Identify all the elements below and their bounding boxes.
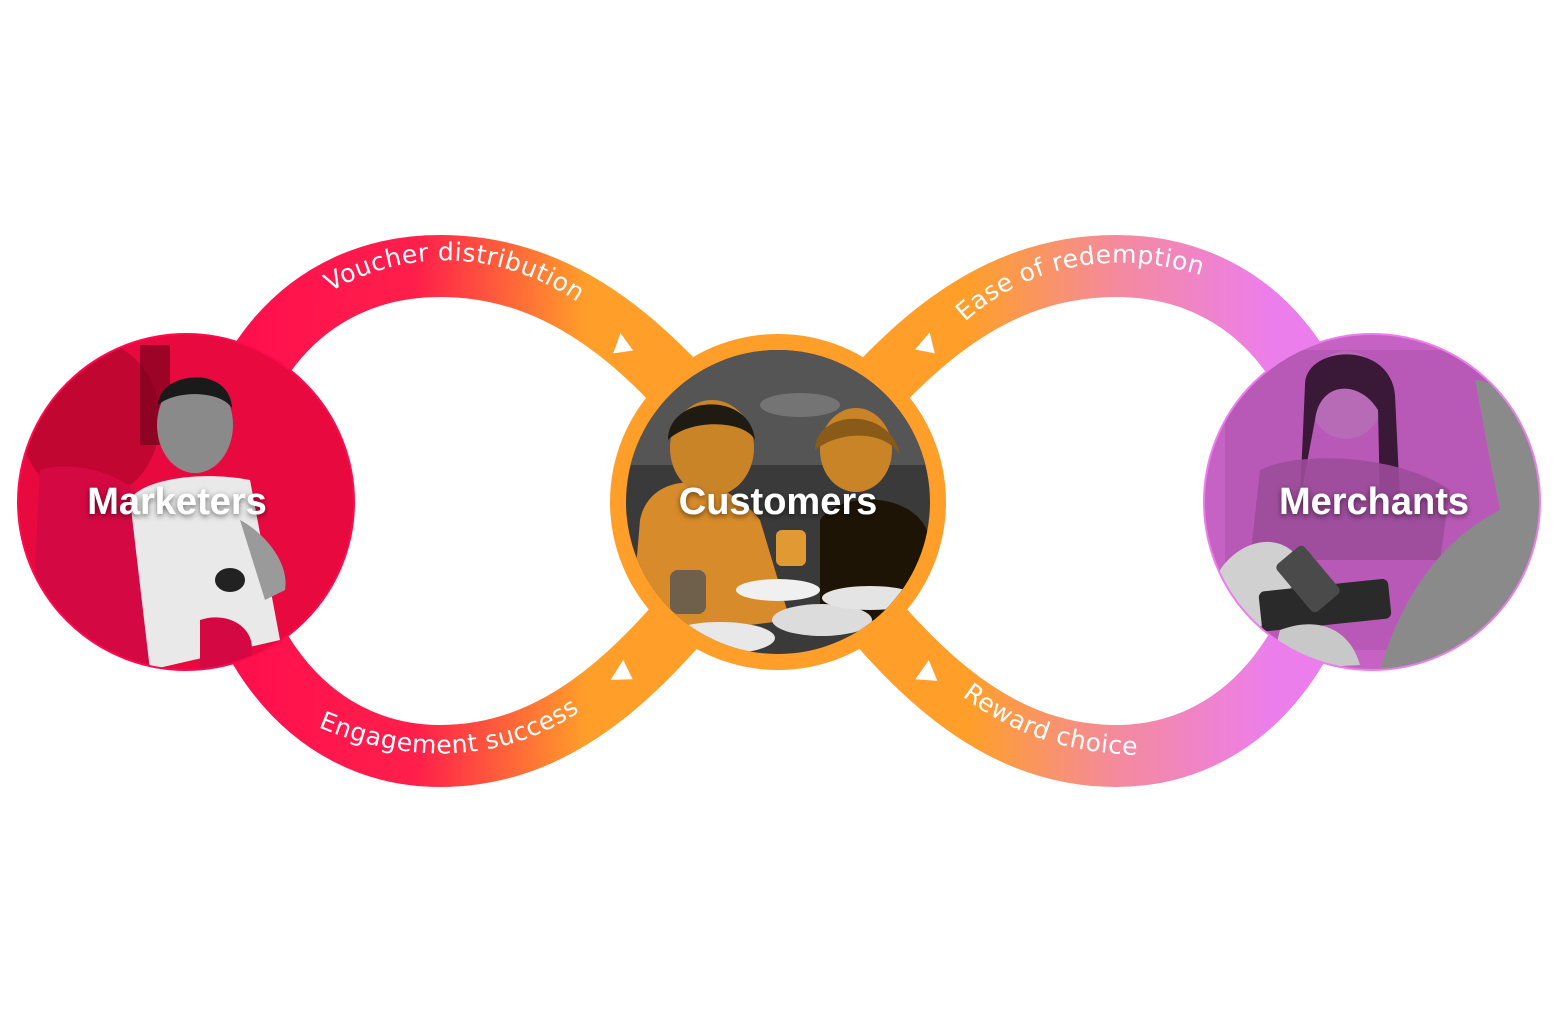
node-label-customers: Customers bbox=[679, 481, 878, 523]
customers-photo bbox=[626, 350, 930, 654]
node-label-merchants: Merchants bbox=[1279, 481, 1469, 523]
marketers-photo bbox=[18, 334, 354, 670]
node-marketers: Marketers bbox=[17, 333, 355, 671]
merchants-photo bbox=[1204, 334, 1540, 670]
triangle-icon bbox=[610, 659, 633, 680]
triangle-icon bbox=[613, 333, 634, 354]
triangle-icon bbox=[915, 332, 935, 354]
triangle-icon bbox=[915, 660, 938, 681]
node-label-marketers: Marketers bbox=[87, 481, 267, 523]
node-customers: Customers bbox=[610, 334, 946, 670]
node-merchants: Merchants bbox=[1203, 333, 1541, 671]
